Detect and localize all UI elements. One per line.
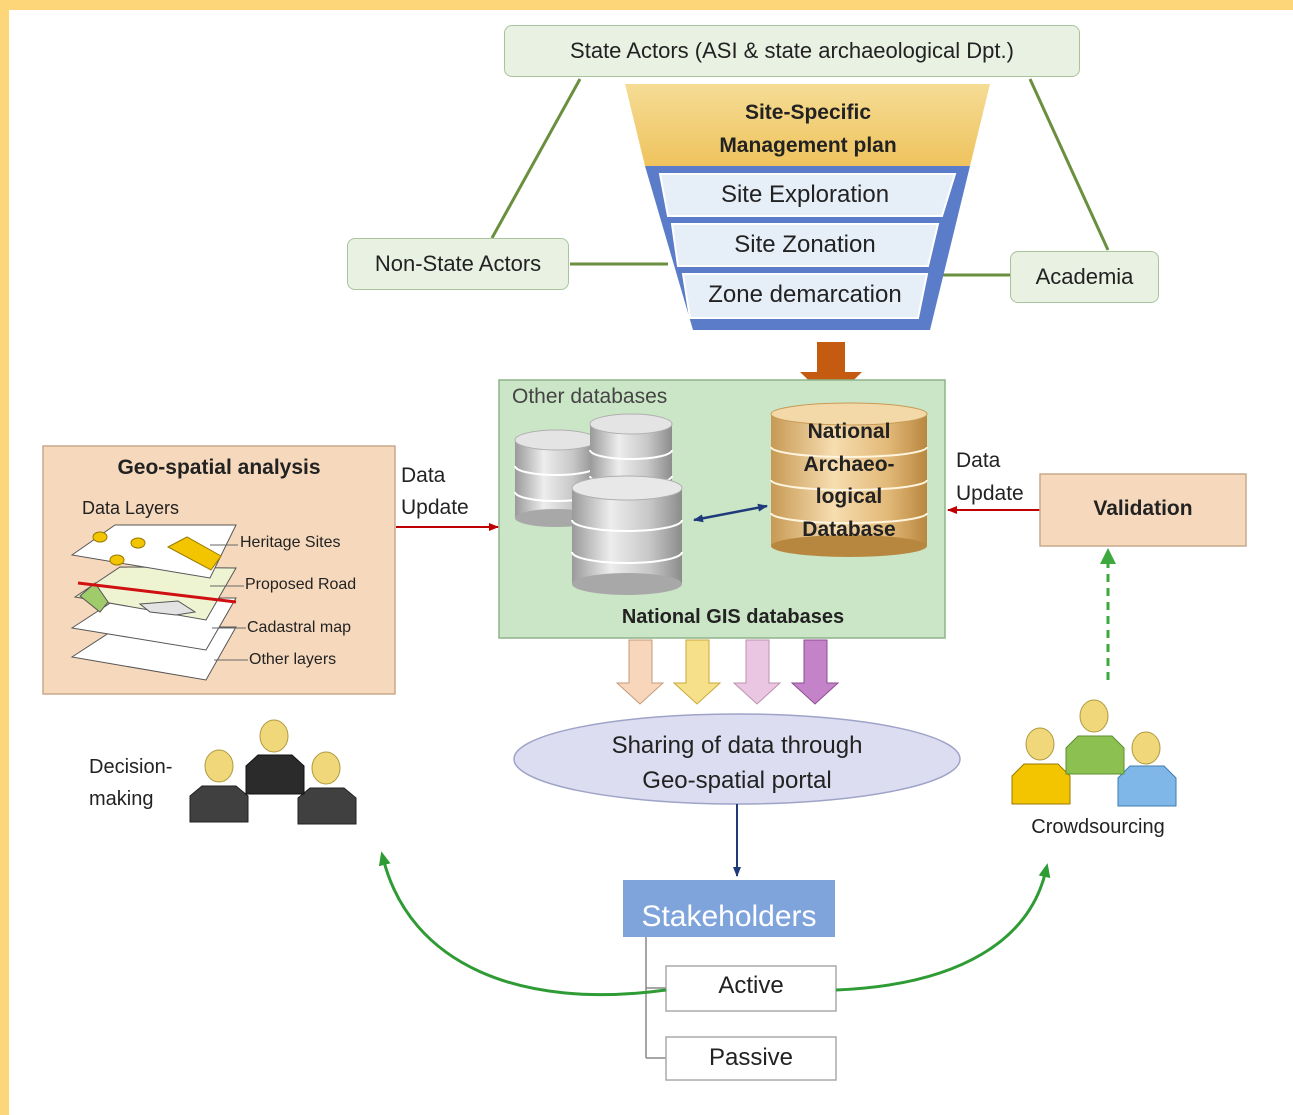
portal-line2: Geo-spatial portal (642, 767, 832, 794)
db-link-arrow (693, 503, 768, 523)
stakeholders-label: Stakeholders (641, 900, 817, 933)
non-state-actors-label: Non-State Actors (374, 251, 542, 276)
layer-cadastral-map: Cadastral map (247, 619, 352, 636)
data-update-left-line2: Update (401, 496, 469, 519)
layer-heritage-sites: Heritage Sites (240, 534, 341, 551)
funnel-title-line2: Management plan (719, 134, 897, 157)
state-actors-box: State Actors (ASI & state archaeological… (504, 25, 1080, 77)
state-actors-label: State Actors (ASI & state archaeological… (570, 38, 1014, 63)
data-update-right-line2: Update (956, 482, 1024, 505)
diagram-graphics (42, 78, 1247, 1081)
data-update-right-line1: Data (956, 449, 1001, 472)
national-db-line4: Database (802, 517, 896, 541)
decision-making-line1: Decision- (89, 756, 173, 778)
active-to-decision-curve (378, 851, 667, 997)
national-db-cylinder-icon (770, 402, 928, 557)
data-layers-label: Data Layers (82, 498, 180, 518)
funnel-step-zone-demarcation: Zone demarcation (708, 281, 902, 308)
people-group-icon (189, 719, 357, 825)
management-funnel (625, 84, 990, 330)
national-db-line1: National (807, 420, 891, 443)
national-db-line2: Archaeo- (803, 452, 895, 476)
portal-line1: Sharing of data through (611, 732, 863, 759)
actor-connector-lines (490, 78, 1110, 277)
data-update-left-line1: Data (401, 464, 446, 487)
national-db-label: National Archaeo- logical Database (771, 416, 927, 546)
layer-proposed-road: Proposed Road (245, 576, 357, 593)
funnel-title: Site-Specific Management plan (645, 96, 971, 162)
academia-box: Academia (1010, 251, 1159, 303)
national-db-line3: logical (815, 485, 883, 508)
crowdsourcing-people-icon (1011, 699, 1177, 807)
layer-other-layers: Other layers (249, 651, 337, 668)
passive-box-shape (665, 1036, 837, 1081)
active-box-shape (665, 965, 837, 1012)
diagram-canvas: State Actors (ASI & state archaeological… (9, 10, 1293, 1115)
funnel-step-site-exploration: Site Exploration (720, 181, 890, 208)
decision-making-label: Decision- making (89, 751, 172, 815)
role-passive: Passive (708, 1044, 794, 1071)
validation-label: Validation (1093, 497, 1193, 520)
role-active: Active (718, 972, 784, 999)
academia-label: Academia (1035, 264, 1134, 289)
other-databases-label: Other databases (512, 385, 668, 408)
data-update-right-label: Data Update (956, 444, 1024, 510)
data-update-left-label: Data Update (401, 460, 469, 524)
database-cylinder-icon (571, 475, 683, 595)
non-state-actors-box: Non-State Actors (347, 238, 569, 290)
decision-making-line2: making (89, 788, 154, 810)
map-layers-icon (70, 524, 237, 681)
funnel-step-site-zonation: Site Zonation (734, 231, 876, 258)
stakeholder-tree-lines (645, 937, 666, 1059)
stakeholders-box-shape (623, 880, 835, 937)
validation-box-shape (1039, 473, 1247, 547)
gis-title: National GIS databases (621, 606, 845, 628)
geo-title: Geo-spatial analysis (117, 456, 321, 479)
active-to-crowdsourcing-curve (835, 863, 1051, 992)
layer-leader-lines (210, 544, 248, 661)
crowdsourcing-label: Crowdsourcing (1031, 816, 1165, 838)
funnel-title-line1: Site-Specific (744, 101, 872, 124)
portal-arrows (615, 639, 840, 705)
portal-label: Sharing of data through Geo-spatial port… (519, 728, 955, 798)
